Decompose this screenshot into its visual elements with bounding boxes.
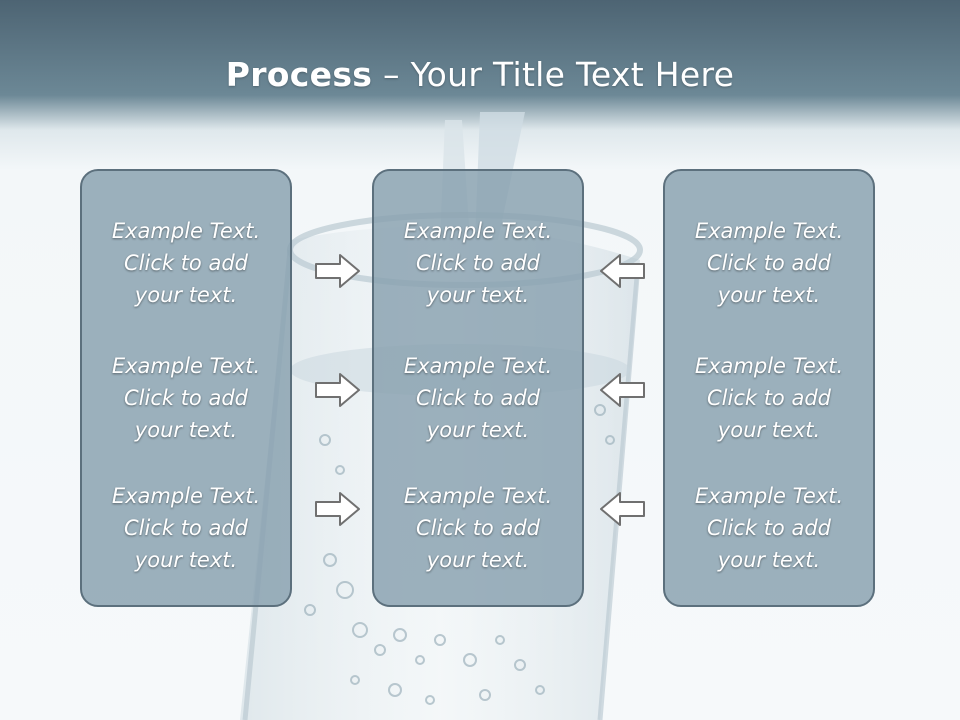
arrow-left-icon: [600, 492, 645, 526]
right-panel-text-3[interactable]: Example Text. Click to add your text.: [694, 484, 844, 572]
arrow-right-icon: [315, 373, 360, 407]
arrow-right-icon: [315, 492, 360, 526]
title-rest: – Your Title Text Here: [372, 55, 735, 94]
center-panel-text-2[interactable]: Example Text. Click to add your text.: [403, 354, 553, 442]
center-panel-text-3[interactable]: Example Text. Click to add your text.: [403, 484, 553, 572]
arrow-left-icon: [600, 254, 645, 288]
left-panel-text-2[interactable]: Example Text. Click to add your text.: [111, 354, 261, 442]
right-panel[interactable]: Example Text. Click to add your text. Ex…: [663, 169, 875, 607]
center-panel[interactable]: Example Text. Click to add your text. Ex…: [372, 169, 584, 607]
left-panel-text-1[interactable]: Example Text. Click to add your text.: [111, 219, 261, 307]
arrow-right-icon: [315, 254, 360, 288]
title-bold: Process: [225, 55, 373, 94]
left-panel-text-3[interactable]: Example Text. Click to add your text.: [111, 484, 261, 572]
right-panel-text-1[interactable]: Example Text. Click to add your text.: [694, 219, 844, 307]
title-bar: Process – Your Title Text Here: [0, 0, 960, 150]
center-panel-text-1[interactable]: Example Text. Click to add your text.: [403, 219, 553, 307]
slide-title[interactable]: Process – Your Title Text Here: [226, 55, 735, 94]
left-panel[interactable]: Example Text. Click to add your text. Ex…: [80, 169, 292, 607]
right-panel-text-2[interactable]: Example Text. Click to add your text.: [694, 354, 844, 442]
arrow-left-icon: [600, 373, 645, 407]
